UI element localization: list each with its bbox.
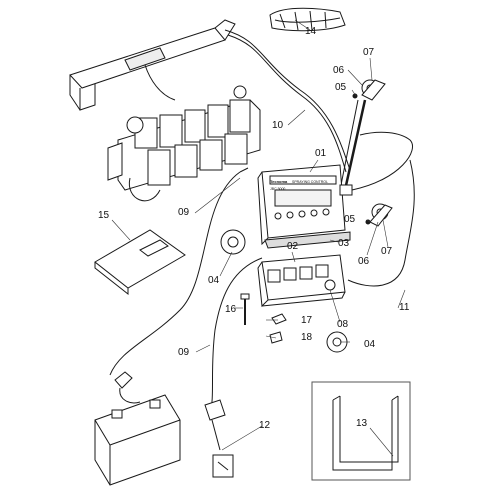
callout-03: 03 [338, 238, 350, 249]
callout-10: 10 [272, 120, 284, 131]
connector-right [365, 203, 393, 227]
callout-09-lower: 09 [178, 347, 190, 358]
callout-07-right: 07 [381, 246, 393, 257]
callout-18: 18 [301, 332, 313, 343]
callout-17: 17 [301, 315, 313, 326]
valve-block [107, 85, 261, 202]
callout-02: 02 [287, 241, 299, 252]
connector-top [352, 79, 386, 101]
callout-06-top: 06 [333, 65, 345, 76]
callout-09-upper: 09 [178, 207, 190, 218]
callout-05-right: 05 [344, 214, 356, 225]
panel-title: SPRAYING CONTROL [292, 180, 328, 184]
cable-11 [351, 131, 413, 191]
callout-05-top: 05 [335, 82, 347, 93]
callout-06-right: 06 [358, 256, 370, 267]
callout-16: 16 [225, 304, 237, 315]
cap-04-upper [220, 229, 246, 255]
panel-model: JBC 5000 [270, 187, 286, 191]
cable-09-upper [109, 171, 241, 376]
callout-13: 13 [356, 418, 368, 429]
fuse-12 [204, 399, 234, 478]
leader-thick [343, 99, 367, 191]
callout-04-upper: 04 [208, 275, 220, 286]
callout-08: 08 [337, 319, 349, 330]
callout-07-top: 07 [363, 47, 375, 58]
box-13 [311, 381, 411, 481]
panel-brand: Tecnoma [270, 179, 288, 184]
battery [94, 371, 181, 486]
callout-14: 14 [305, 26, 317, 37]
callout-04-lower: 04 [364, 339, 376, 350]
fasteners [240, 293, 287, 344]
bracket-13 [332, 395, 399, 471]
cable-10 [224, 29, 351, 171]
panel-02 [257, 254, 346, 308]
booklet-15 [94, 229, 186, 296]
panel-01 [257, 164, 353, 249]
callout-12: 12 [259, 420, 271, 431]
callout-11: 11 [399, 302, 410, 313]
callout-15: 15 [98, 210, 110, 221]
boom-frame [69, 19, 236, 111]
callout-01: 01 [315, 148, 327, 159]
